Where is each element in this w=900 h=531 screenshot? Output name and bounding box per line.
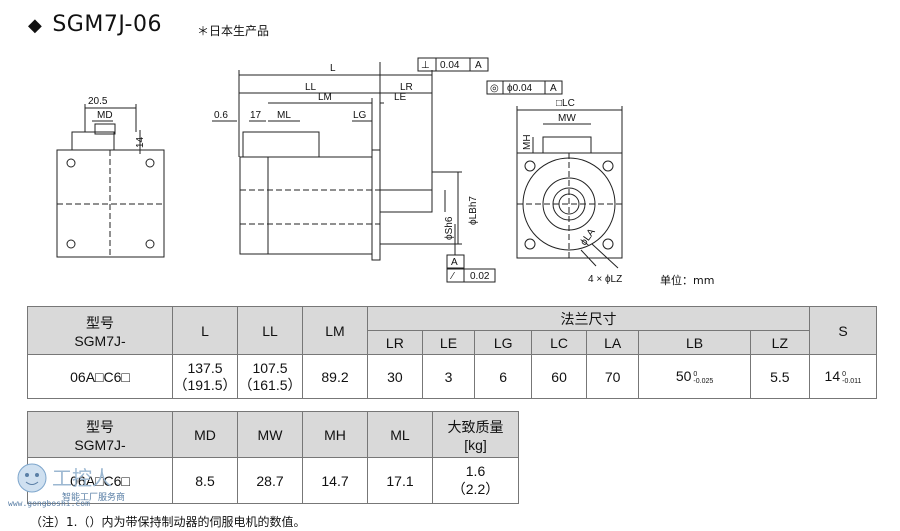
watermark-tagline: 智能工厂服务商 — [62, 493, 126, 503]
units-label: 单位：mm — [660, 274, 715, 287]
left-view-connector — [71, 131, 115, 151]
watermark-text: 工控人 — [52, 466, 112, 490]
page-title: ◆ SGM7J-06 — [28, 12, 162, 37]
cell-lc: 60 — [531, 354, 587, 399]
col-lb-header: LB — [638, 330, 751, 355]
dim-mh: MH — [522, 134, 533, 150]
col-lz-header: LZ — [749, 330, 811, 355]
col-lg-header: LG — [474, 330, 533, 355]
dim-lc: □LC — [556, 98, 575, 109]
cell-model-2: 06A□C6□ — [27, 457, 173, 504]
watermark-url: www.gongboshi.com — [8, 499, 90, 508]
dim-la: ϕLA — [578, 227, 597, 248]
cell-lz: 5.5 — [749, 354, 811, 399]
table-row: 06A□C6□ 8.5 28.7 14.7 17.1 1.6（2.2） — [27, 457, 519, 504]
flange-header: 法兰尺寸 — [367, 306, 810, 331]
col-md-header: MD — [172, 411, 238, 458]
dim-mw: MW — [558, 113, 576, 124]
cell-ml: 17.1 — [367, 457, 433, 504]
dim-lg: LG — [353, 110, 367, 121]
cell-l: 137.5（191.5） — [172, 354, 238, 399]
cell-lm: 89.2 — [302, 354, 368, 399]
col-ml-header: ML — [367, 411, 433, 458]
model-name: SGM7J-06 — [52, 12, 162, 37]
bullet-diamond: ◆ — [28, 15, 43, 36]
datum-a-ref-2: A — [550, 83, 557, 94]
col-ll-header: LL — [237, 306, 303, 355]
dim-lm: LM — [318, 92, 332, 103]
dim-le: LE — [394, 92, 407, 103]
col-mh-header: MH — [302, 411, 368, 458]
side-view-connector — [242, 131, 320, 158]
flatness-symbol: ⁄ — [449, 271, 455, 282]
dim-lr: LR — [400, 82, 413, 93]
side-view-body — [239, 156, 373, 255]
cell-model: 06A□C6□ — [27, 354, 173, 399]
cell-ll: 107.5（161.5） — [237, 354, 303, 399]
col-lr-header: LR — [367, 330, 423, 355]
flatness-tolerance: 0.02 — [470, 271, 490, 282]
cell-md: 8.5 — [172, 457, 238, 504]
cell-lr: 30 — [367, 354, 423, 399]
runout-symbol: ◎ — [490, 83, 499, 94]
perp-tolerance: 0.04 — [440, 60, 460, 71]
cell-mh: 14.7 — [302, 457, 368, 504]
col-lm-header: LM — [302, 306, 368, 355]
col-l-header: L — [172, 306, 238, 355]
datum-a-label: A — [451, 257, 458, 268]
dimension-drawing: 20.5 MD 14 L LL LM LR LE LG ML 0.6 17 ⊥ … — [56, 57, 623, 285]
dim-17: 17 — [250, 110, 262, 121]
col-mw-header: MW — [237, 411, 303, 458]
shaft — [379, 189, 433, 213]
cell-le: 3 — [421, 354, 476, 399]
col-le-header: LE — [421, 330, 476, 355]
dim-l: L — [330, 63, 336, 74]
table-row: 06A□C6□ 137.5（191.5） 107.5（161.5） 89.2 3… — [27, 354, 877, 399]
dim-14: 14 — [135, 136, 146, 148]
col-s-header: S — [809, 306, 877, 355]
footnote: （注）1.（）内为带保持制动器的伺服电机的数值。 — [30, 515, 306, 529]
dim-lz: 4 × ϕLZ — [588, 274, 622, 285]
cell-la: 70 — [585, 354, 640, 399]
col-mass-header: 大致质量[kg] — [432, 411, 519, 458]
cell-mass: 1.6（2.2） — [432, 457, 519, 504]
watermark-logo — [17, 463, 47, 493]
dim-lbh7: ϕLBh7 — [468, 196, 479, 225]
dim-ml: ML — [277, 110, 291, 121]
perp-symbol: ⊥ — [421, 60, 430, 71]
flange-view-body — [516, 152, 623, 259]
dim-ll: LL — [305, 82, 317, 93]
dim-md: MD — [97, 110, 113, 121]
runout-tolerance: ϕ0.04 — [507, 83, 533, 94]
col-lc-header: LC — [531, 330, 587, 355]
cell-mw: 28.7 — [237, 457, 303, 504]
dim-0-6: 0.6 — [214, 110, 228, 121]
col-la-header: LA — [585, 330, 640, 355]
dim-20-5: 20.5 — [88, 96, 108, 107]
datum-a-ref-1: A — [475, 60, 482, 71]
cell-lg: 6 — [474, 354, 533, 399]
origin-note: ＊日本生产品 — [197, 24, 270, 38]
dim-sh6: ϕSh6 — [444, 216, 455, 240]
